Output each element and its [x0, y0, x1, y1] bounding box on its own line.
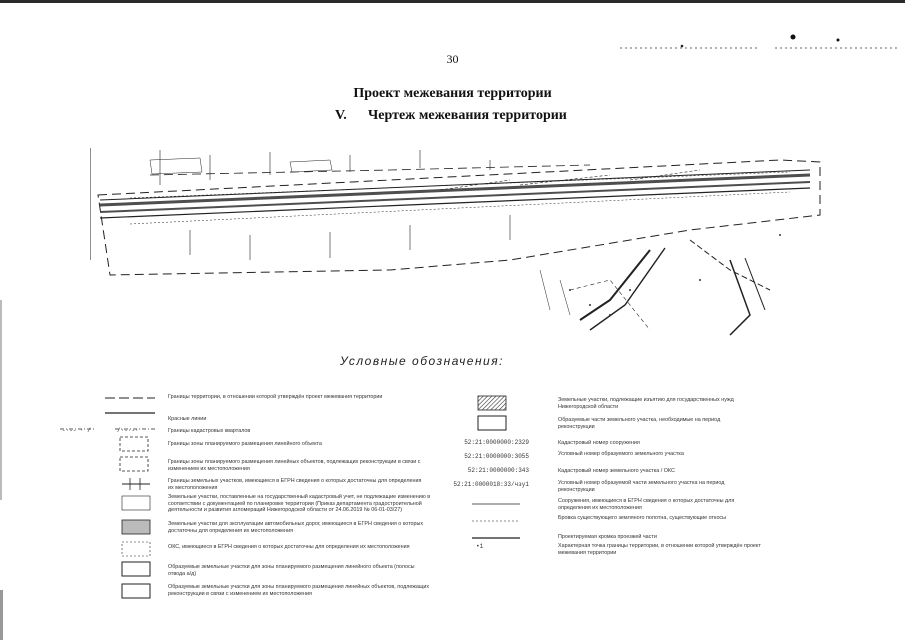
legend-item: Условный номер образуемого земельного уч… — [558, 451, 684, 457]
legend-title: Условные обозначения: — [340, 354, 504, 368]
section-title: Чертеж межевания территории — [368, 108, 567, 123]
legend-item: Образуемые земельные участки для зоны пл… — [168, 584, 430, 597]
scan-top-border — [0, 0, 905, 3]
svg-text:/·-·-·: /·-·-· — [117, 427, 139, 434]
legend-item: Кадастровый номер сооружения — [558, 440, 640, 446]
section-number: V. — [335, 108, 347, 123]
legend-code: •1 — [476, 543, 484, 550]
page-number: 30 — [446, 52, 459, 66]
legend-symbols-left: -·-- · / /·-·-· — [60, 397, 155, 599]
scan-left-edge — [0, 300, 3, 640]
legend-item: Границы зоны планируемого размещения лин… — [168, 441, 322, 447]
legend-item: Земельные участки, поставленные на госуд… — [168, 494, 431, 514]
legend-item: Условный номер образуемой части земельно… — [558, 480, 725, 493]
legend-item: Проектируемая кромка проезжей части — [558, 534, 657, 540]
legend-item: Земельные участки, подлежащие изъятию дл… — [558, 397, 734, 410]
legend-item: Границы зоны планируемого размещения лин… — [168, 459, 421, 472]
legend-code: 52:21:0000000:343 — [467, 467, 529, 474]
legend-code: 52:21:0000018:33/чзу1 — [453, 481, 529, 488]
legend-item: Кадастровый номер земельного участка / О… — [558, 468, 675, 474]
legend-code: 52:21:0000000:3055 — [464, 453, 529, 460]
scan-noise — [620, 34, 900, 49]
document-title: Проект межевания территории — [353, 86, 552, 101]
legend-item: Красные линии — [168, 416, 207, 422]
legend-item: Бровка существующего земляного полотна, … — [558, 515, 727, 521]
survey-drawing — [90, 148, 821, 336]
legend-code: 52:21:0000000:2329 — [464, 439, 529, 446]
legend-symbols-right — [472, 395, 520, 539]
legend-item: Образуемые части земельного участка, нео… — [558, 417, 721, 430]
legend-item: Границы кадастровых кварталов — [168, 428, 251, 434]
legend-item: Сооружения, имеющиеся в ЕГРН сведения о … — [558, 498, 735, 511]
legend-item: Границы земельных участков, имеющиеся в … — [168, 478, 422, 491]
svg-text:-·-- · /: -·-- · / — [62, 427, 91, 434]
legend-item: Земельные участки для эксплуатации автом… — [168, 521, 424, 534]
section-heading: V. Чертеж межевания территории — [0, 108, 905, 128]
legend-item: Образуемые земельные участки для зоны пл… — [168, 564, 415, 577]
legend-item: ОКС, имеющиеся в ЕГРН сведения о которых… — [168, 544, 410, 550]
legend-item: Характерная точка границы территории, в … — [558, 543, 761, 556]
legend-item: Границы территории, в отношении которой … — [168, 394, 383, 400]
